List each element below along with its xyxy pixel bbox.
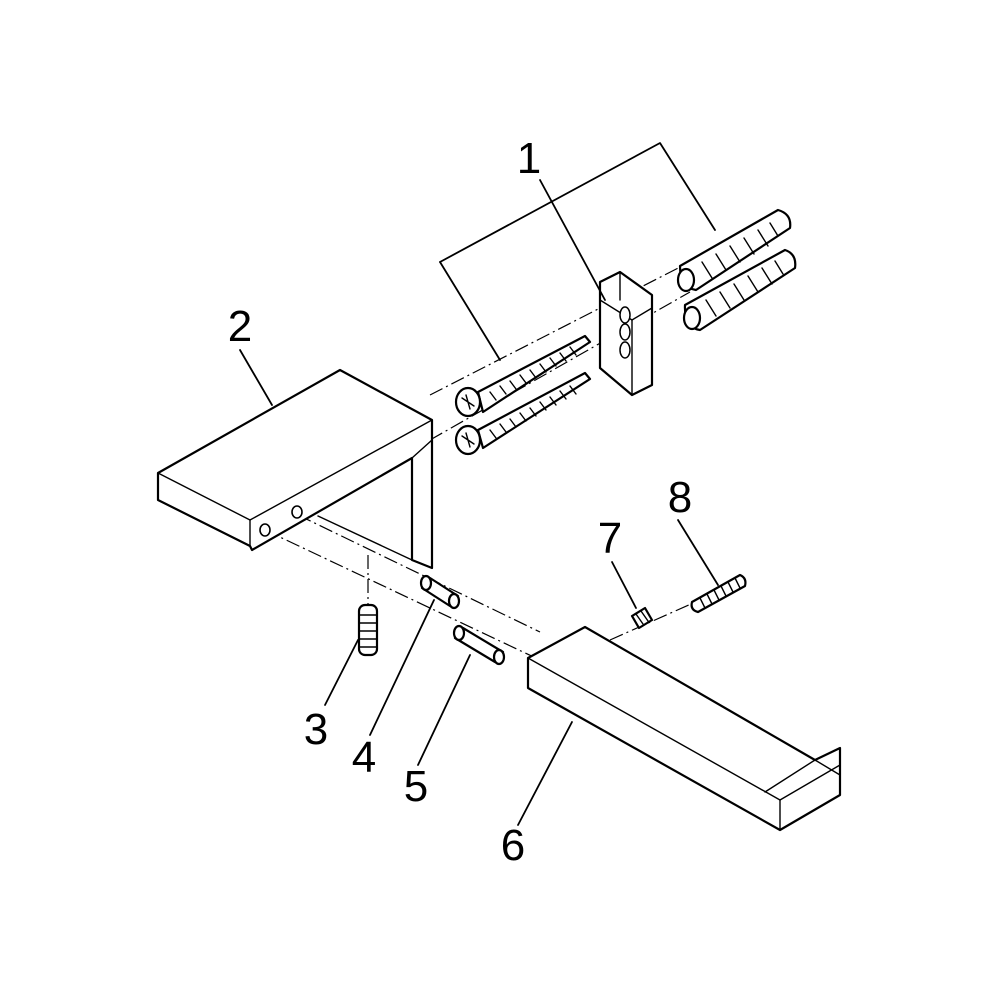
sleeve-upper	[419, 574, 461, 610]
callout-1: 1	[517, 134, 541, 183]
threaded-stud	[690, 573, 747, 614]
callout-2: 2	[228, 302, 252, 351]
shelf-bar	[526, 625, 842, 832]
callout-labels: 1 2 3 4 5 6 7 8	[228, 134, 692, 870]
wall-plug-upper	[676, 208, 792, 293]
callout-4: 4	[352, 733, 376, 782]
callout-7: 7	[598, 514, 622, 563]
callout-6: 6	[501, 821, 525, 870]
sleeve-lower	[452, 624, 506, 666]
wood-screw-upper	[454, 334, 592, 418]
threaded-pin	[357, 603, 379, 657]
grub-screw	[630, 606, 654, 630]
wall-plug-lower	[682, 248, 797, 332]
callout-8: 8	[668, 473, 692, 522]
leader-lines	[239, 142, 719, 826]
holder-block	[156, 368, 434, 570]
callout-5: 5	[404, 762, 428, 811]
screw-hole	[259, 523, 271, 537]
callout-3: 3	[304, 705, 328, 754]
wall-bracket	[598, 270, 654, 397]
screw-hole	[291, 505, 303, 519]
wood-screw-lower	[454, 371, 592, 456]
